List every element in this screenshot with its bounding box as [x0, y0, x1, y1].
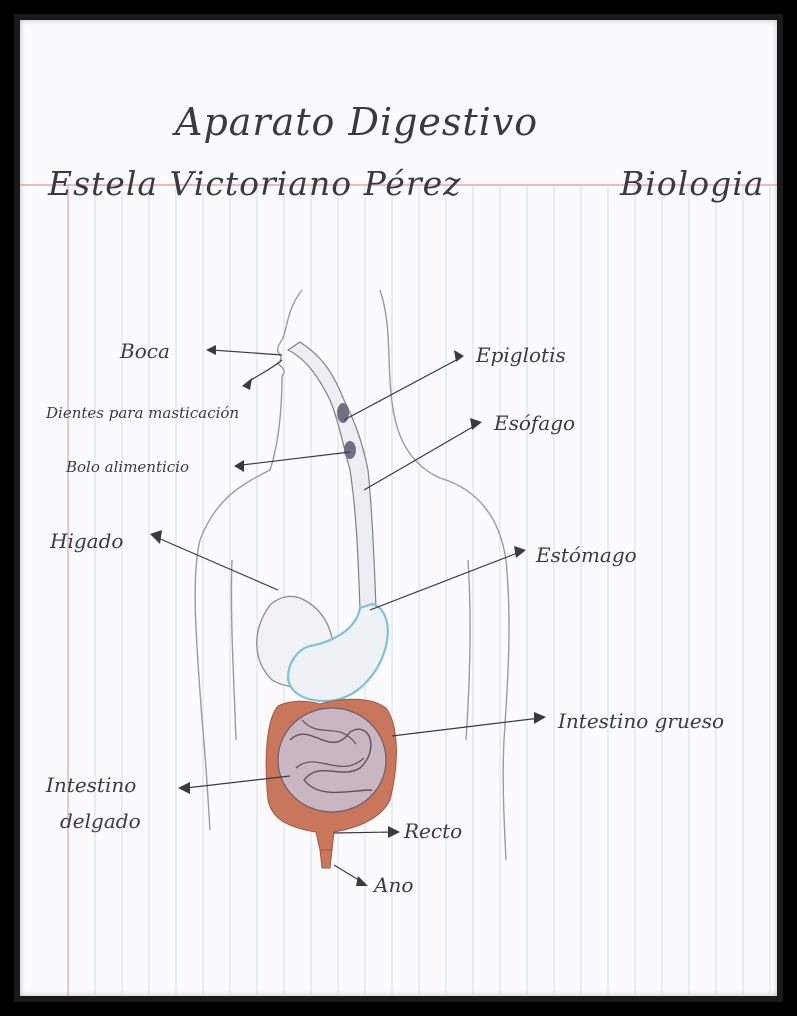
- label-ano: Ano: [372, 873, 413, 897]
- label-epiglotis: Epiglotis: [475, 343, 566, 367]
- rectum-shape: [320, 850, 332, 868]
- label-intestino-delgado-line1: Intestino: [45, 773, 136, 797]
- notebook-page: Aparato Digestivo Estela Victoriano Pére…: [20, 20, 777, 996]
- label-recto: Recto: [403, 819, 462, 843]
- small-intestine-shape: [278, 708, 386, 812]
- esophagus: [288, 342, 376, 610]
- label-dientes: Dientes para masticación: [45, 404, 239, 422]
- epiglottis-shape: [337, 403, 349, 423]
- drawing-canvas: Aparato Digestivo Estela Victoriano Pére…: [20, 20, 777, 996]
- bolus-shape: [344, 441, 356, 459]
- label-bolo-alimenticio: Bolo alimenticio: [65, 458, 189, 476]
- label-boca: Boca: [119, 339, 170, 363]
- label-estomago: Estómago: [535, 543, 637, 567]
- page-title: Aparato Digestivo: [172, 100, 538, 144]
- label-higado: Higado: [49, 529, 123, 553]
- vertical-ruled-lines: [95, 185, 770, 996]
- subject-name: Biologia: [619, 164, 764, 203]
- label-esofago: Esófago: [493, 411, 575, 435]
- label-intestino-delgado-line2: delgado: [60, 809, 141, 833]
- author-name: Estela Victoriano Pérez: [47, 164, 462, 203]
- label-intestino-grueso: Intestino grueso: [557, 709, 724, 733]
